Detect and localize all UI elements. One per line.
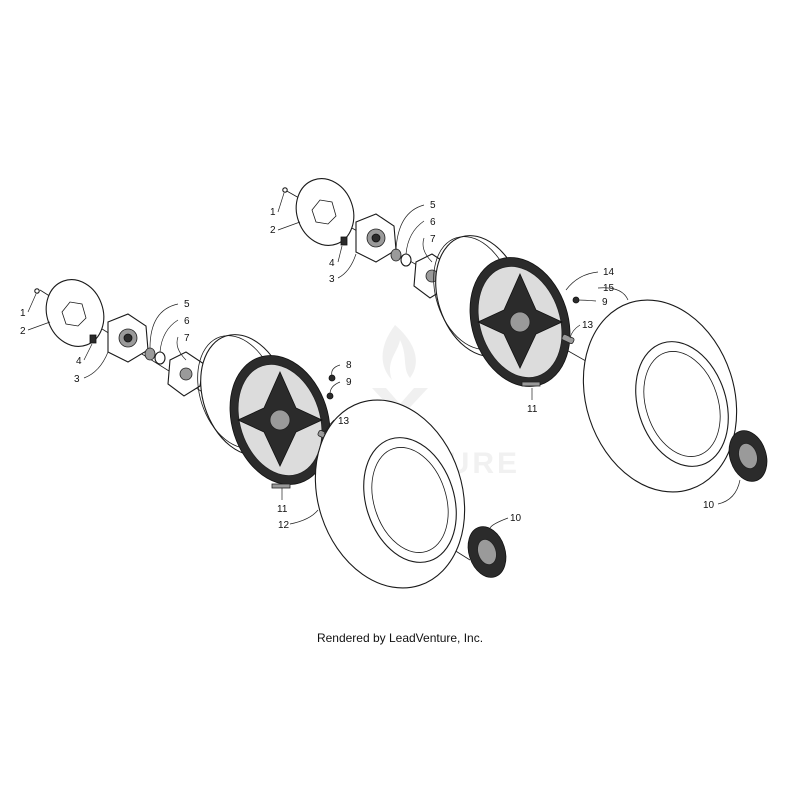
wheel-stud-right [340,236,348,246]
callout-left-2: 2 [20,326,26,337]
callout-left-6: 6 [184,316,190,327]
callout-left-4: 4 [76,356,82,367]
callouts-left: 1 2 3 4 5 6 7 8 9 13 11 12 10 [20,293,522,531]
callout-right-5: 5 [430,200,436,211]
wheel-hub-left [107,313,149,363]
valve-hardware-right [521,381,541,387]
lug-nut-right [561,334,575,344]
callout-left-13: 13 [338,416,350,427]
tire-left [314,399,466,589]
wheel-stud-left [89,334,97,344]
callout-right-14: 14 [603,267,615,278]
callout-right-1: 1 [270,207,276,218]
callout-left-12: 12 [278,520,290,531]
wheel-hub-right [355,213,397,263]
hub-nut-right [390,248,412,267]
valve-hardware-left [271,483,291,489]
callout-left-9: 9 [346,377,352,388]
valve-stem-left [326,374,336,400]
callout-right-10: 10 [703,500,715,511]
hub-cap-plate-left [167,351,205,397]
brake-disc-bolt-left [34,288,40,294]
center-cap-left [467,526,507,578]
callout-right-11: 11 [527,404,538,415]
callout-left-3: 3 [74,374,80,385]
brake-disc-left [45,279,105,347]
callout-left-8: 8 [346,360,352,371]
callout-right-2: 2 [270,225,276,236]
left-wheel-assembly [34,279,507,589]
callout-left-1: 1 [20,308,26,319]
callout-left-10: 10 [510,513,522,524]
wheel-rim-right [433,235,571,387]
callout-right-3: 3 [329,274,335,285]
callout-right-15: 15 [603,283,615,294]
callout-right-9: 9 [602,297,608,308]
center-cap-right [728,430,768,482]
brake-disc-bolt-right [282,187,288,193]
hub-nut-left [144,347,166,365]
wheel-rim-left [197,334,331,485]
tire-right [582,299,738,493]
brake-disc-right [295,178,355,246]
callout-left-11: 11 [277,504,288,515]
footer-credit: Rendered by LeadVenture, Inc. [316,631,484,645]
right-wheel-assembly [282,178,768,493]
callout-right-7: 7 [430,234,436,245]
callouts-right: 1 2 3 4 5 6 7 14 15 9 13 11 10 [270,192,741,511]
callout-right-6: 6 [430,217,436,228]
callout-left-7: 7 [184,333,190,344]
callout-left-5: 5 [184,299,190,310]
callout-right-13: 13 [582,320,594,331]
callout-right-4: 4 [329,258,335,269]
